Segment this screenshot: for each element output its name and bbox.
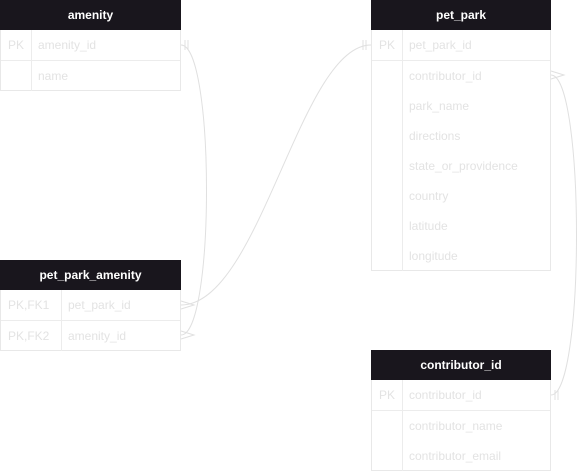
field-row[interactable]: PK contributor_id <box>372 380 550 411</box>
many-marker-amenity-id <box>180 330 196 340</box>
many-marker-contributor <box>550 70 566 80</box>
entity-title: pet_park_amenity <box>0 260 181 290</box>
field-name: contributor_email <box>409 449 502 463</box>
field-row[interactable]: contributor_id <box>372 61 550 91</box>
field-row[interactable]: latitude <box>372 211 550 241</box>
field-name: longitude <box>409 249 458 263</box>
field-name: pet_park_id <box>409 38 472 52</box>
field-name: country <box>409 189 449 203</box>
key-label <box>372 181 403 211</box>
key-label <box>372 151 403 181</box>
connector-pet-park-to-pet-park-amenity <box>180 44 372 306</box>
key-label: PK,FK1 <box>1 290 62 320</box>
field-row[interactable]: contributor_name <box>372 411 550 441</box>
field-name: contributor_id <box>409 69 482 83</box>
key-label <box>372 411 403 441</box>
entity-contributor-id[interactable]: contributor_id PK contributor_id contrib… <box>371 350 551 471</box>
field-name: park_name <box>409 99 470 113</box>
field-row[interactable]: name <box>1 61 180 91</box>
field-name: contributor_name <box>409 419 503 433</box>
field-row[interactable]: PK,FK1 pet_park_id <box>1 290 180 321</box>
entity-pet-park-amenity[interactable]: pet_park_amenity PK,FK1 pet_park_id PK,F… <box>0 260 181 351</box>
key-label <box>372 241 403 271</box>
field-row[interactable]: directions <box>372 121 550 151</box>
field-row[interactable]: PK pet_park_id <box>372 30 550 61</box>
field-row[interactable]: longitude <box>372 241 550 271</box>
many-marker-pet-park-id <box>180 300 196 310</box>
field-row[interactable]: park_name <box>372 91 550 121</box>
connector-pet-park-to-contributor <box>550 74 577 396</box>
field-row[interactable]: contributor_email <box>372 441 550 471</box>
key-label <box>372 211 403 241</box>
field-name: contributor_id <box>409 388 482 402</box>
field-row[interactable]: PK,FK2 amenity_id <box>1 321 180 351</box>
field-name: amenity_id <box>38 38 97 52</box>
key-label <box>372 121 403 151</box>
entity-pet-park[interactable]: pet_park PK pet_park_id contributor_id p… <box>371 0 551 271</box>
key-label: PK,FK2 <box>1 321 62 351</box>
key-label <box>372 91 403 121</box>
connector-amenity-to-pet-park-amenity <box>180 44 207 336</box>
field-row[interactable]: PK amenity_id <box>1 30 180 61</box>
field-name: name <box>38 69 69 83</box>
entity-title: amenity <box>0 0 181 30</box>
field-name: directions <box>409 129 461 143</box>
field-row[interactable]: country <box>372 181 550 211</box>
field-name: latitude <box>409 219 448 233</box>
key-label <box>372 441 403 471</box>
key-label: PK <box>372 30 403 60</box>
field-name: pet_park_id <box>68 298 131 312</box>
entity-title: contributor_id <box>371 350 551 380</box>
field-row[interactable]: state_or_providence <box>372 151 550 181</box>
key-label <box>372 61 403 91</box>
key-label <box>1 61 32 91</box>
entity-amenity[interactable]: amenity PK amenity_id name <box>0 0 181 91</box>
entity-title: pet_park <box>371 0 551 30</box>
key-label: PK <box>1 30 32 60</box>
field-name: state_or_providence <box>409 159 518 173</box>
key-label: PK <box>372 380 403 410</box>
field-name: amenity_id <box>68 329 127 343</box>
